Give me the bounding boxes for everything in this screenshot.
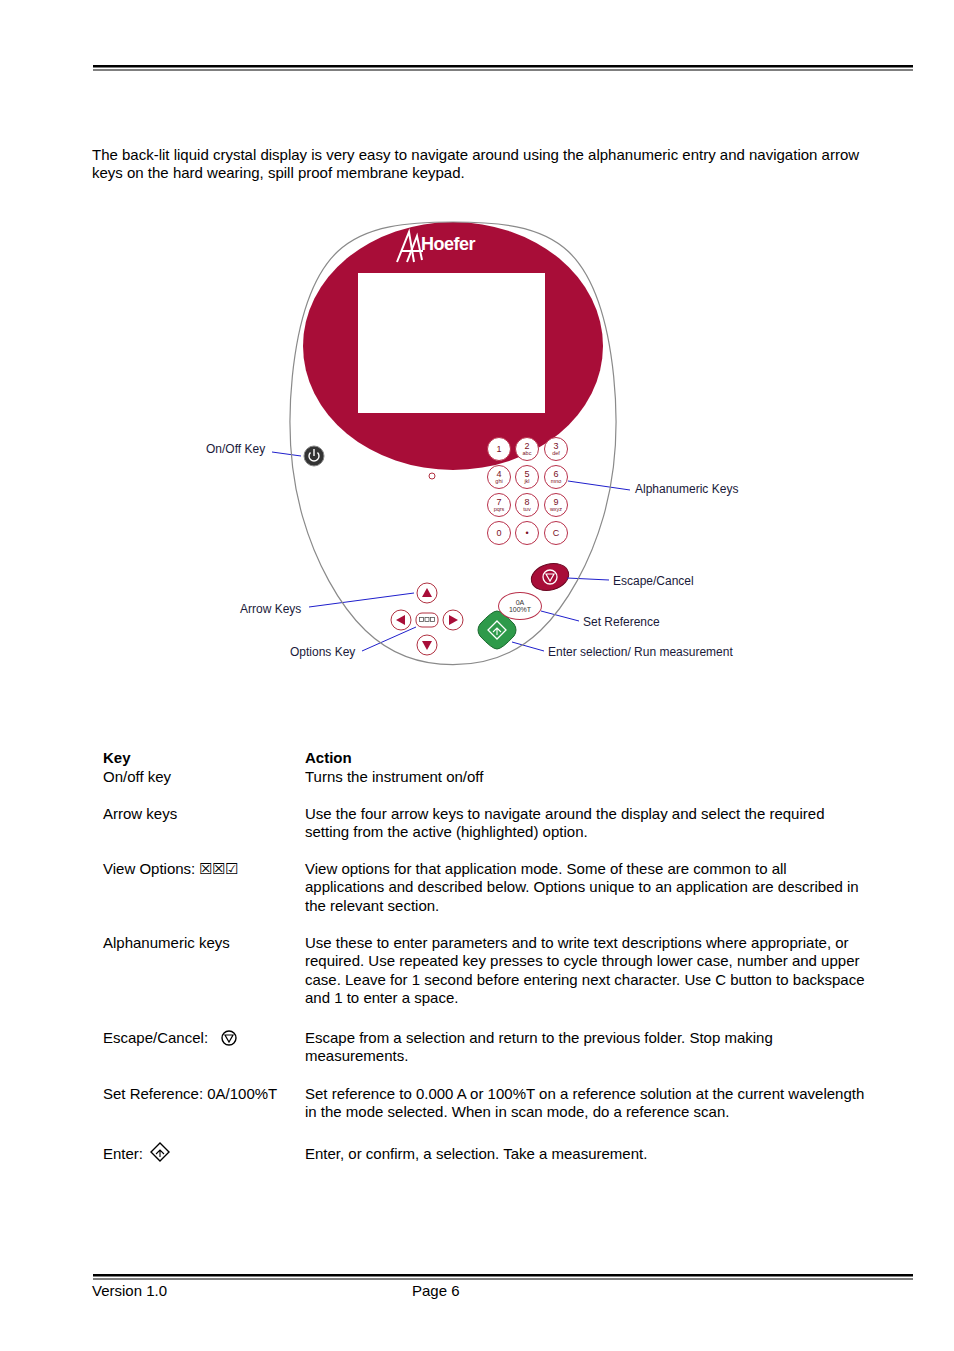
enter-symbol	[151, 1143, 169, 1161]
housing-outline	[290, 222, 616, 665]
table-key-cell: On/off key	[103, 768, 171, 787]
enter-symbol	[156, 1150, 164, 1157]
key-sublabel: wxyz	[550, 507, 562, 513]
callout-label: Escape/Cancel	[613, 574, 694, 588]
keypad-key: 3def	[544, 437, 568, 461]
key-sublabel: mno	[551, 479, 562, 485]
instrument-housing: 12abc3def4ghi5jkl6mno7pqrs8tuv9wxyz0•C0A…	[284, 218, 622, 674]
key-sublabel: abc	[523, 451, 532, 457]
brand-logo: Hoefer	[421, 234, 475, 255]
stop-icon	[543, 570, 557, 584]
footer-text: Page 6	[412, 1282, 460, 1301]
intro-paragraph: The back-lit liquid crystal display is v…	[92, 146, 877, 183]
options-key	[416, 613, 438, 627]
keypad-key: C	[544, 521, 568, 545]
table-action-cell: Escape from a selection and return to th…	[305, 1029, 865, 1066]
enter-icon	[488, 621, 506, 639]
keypad-key: 5jkl	[515, 465, 539, 489]
stop-icon	[546, 574, 554, 581]
callout-label: Set Reference	[583, 615, 660, 629]
logo-glyph	[397, 232, 423, 262]
table-key-cell: Alphanumeric keys	[103, 934, 230, 953]
table-key-cell: Enter:	[103, 1145, 143, 1164]
display-housing	[303, 222, 603, 470]
key-label: C	[553, 529, 560, 538]
key-sublabel: pqrs	[494, 507, 505, 513]
header-rule	[93, 70, 913, 71]
power-key	[304, 446, 324, 466]
keypad-key: 9wxyz	[544, 493, 568, 517]
footer-rule	[93, 1279, 913, 1280]
header-rule	[93, 65, 913, 68]
keypad-key: 6mno	[544, 465, 568, 489]
key-label: 5	[524, 470, 529, 479]
key-sublabel: jkl	[524, 479, 529, 485]
footer-text: Version 1.0	[92, 1282, 167, 1301]
table-key-cell: Arrow keys	[103, 805, 177, 824]
key-label: •	[525, 529, 528, 538]
power-icon	[313, 449, 314, 456]
options-icon	[420, 618, 435, 622]
table-action-cell: Use these to enter parameters and to wri…	[305, 934, 865, 1008]
table-key-cell: Escape/Cancel:	[103, 1029, 208, 1048]
key-label: 1	[496, 445, 501, 454]
footer-rule	[93, 1274, 913, 1277]
table-action-cell: Use the four arrow keys to navigate arou…	[305, 805, 865, 842]
table-header: Key	[103, 749, 131, 768]
stop-symbol	[225, 1035, 233, 1042]
table-action-cell: Set reference to 0.000 A or 100%T on a r…	[305, 1085, 865, 1122]
key-label: 2	[524, 442, 529, 451]
keypad-key: 1	[487, 437, 511, 461]
keypad-key: 4ghi	[487, 465, 511, 489]
indicator-dot	[429, 473, 435, 479]
callout-label: Arrow Keys	[240, 602, 301, 616]
key-sublabel: 100%T	[509, 606, 531, 613]
keypad-key: 7pqrs	[487, 493, 511, 517]
keypad-key: 2abc	[515, 437, 539, 461]
key-sublabel: ghi	[495, 479, 502, 485]
stop-symbol	[222, 1031, 236, 1045]
arrow-triangles	[396, 588, 458, 650]
key-label: 7	[496, 498, 501, 507]
keypad-key: •	[515, 521, 539, 545]
callout-label: Options Key	[290, 645, 355, 659]
enter-icon	[493, 628, 501, 635]
table-action-cell: Enter, or confirm, a selection. Take a m…	[305, 1145, 865, 1164]
escape-key	[528, 560, 571, 595]
arrow-keys	[391, 583, 463, 655]
key-label: 4	[496, 470, 501, 479]
key-label: 3	[553, 442, 558, 451]
key-label: 0A	[516, 599, 525, 606]
key-sublabel: tuv	[523, 507, 530, 513]
callout-label: On/Off Key	[206, 442, 265, 456]
keypad-key: 8tuv	[515, 493, 539, 517]
lcd-screen	[358, 273, 545, 413]
table-key-cell: Set Reference: 0A/100%T	[103, 1085, 277, 1104]
key-label: 9	[553, 498, 558, 507]
housing-outline	[284, 218, 622, 674]
callout-label: Alphanumeric Keys	[635, 482, 738, 496]
set-reference-key: 0A100%T	[498, 592, 542, 620]
keypad-key: 0	[487, 521, 511, 545]
key-label: 0	[496, 529, 501, 538]
callout-label: Enter selection/ Run measurement	[548, 645, 733, 659]
key-label: 6	[553, 470, 558, 479]
leader-lines	[272, 452, 630, 651]
table-action-cell: View options for that application mode. …	[305, 860, 865, 916]
key-sublabel: def	[552, 451, 560, 457]
key-label: 8	[524, 498, 529, 507]
table-header: Action	[305, 749, 352, 768]
table-key-cell: View Options: ☒☒☑	[103, 860, 238, 879]
table-action-cell: Turns the instrument on/off	[305, 768, 865, 787]
